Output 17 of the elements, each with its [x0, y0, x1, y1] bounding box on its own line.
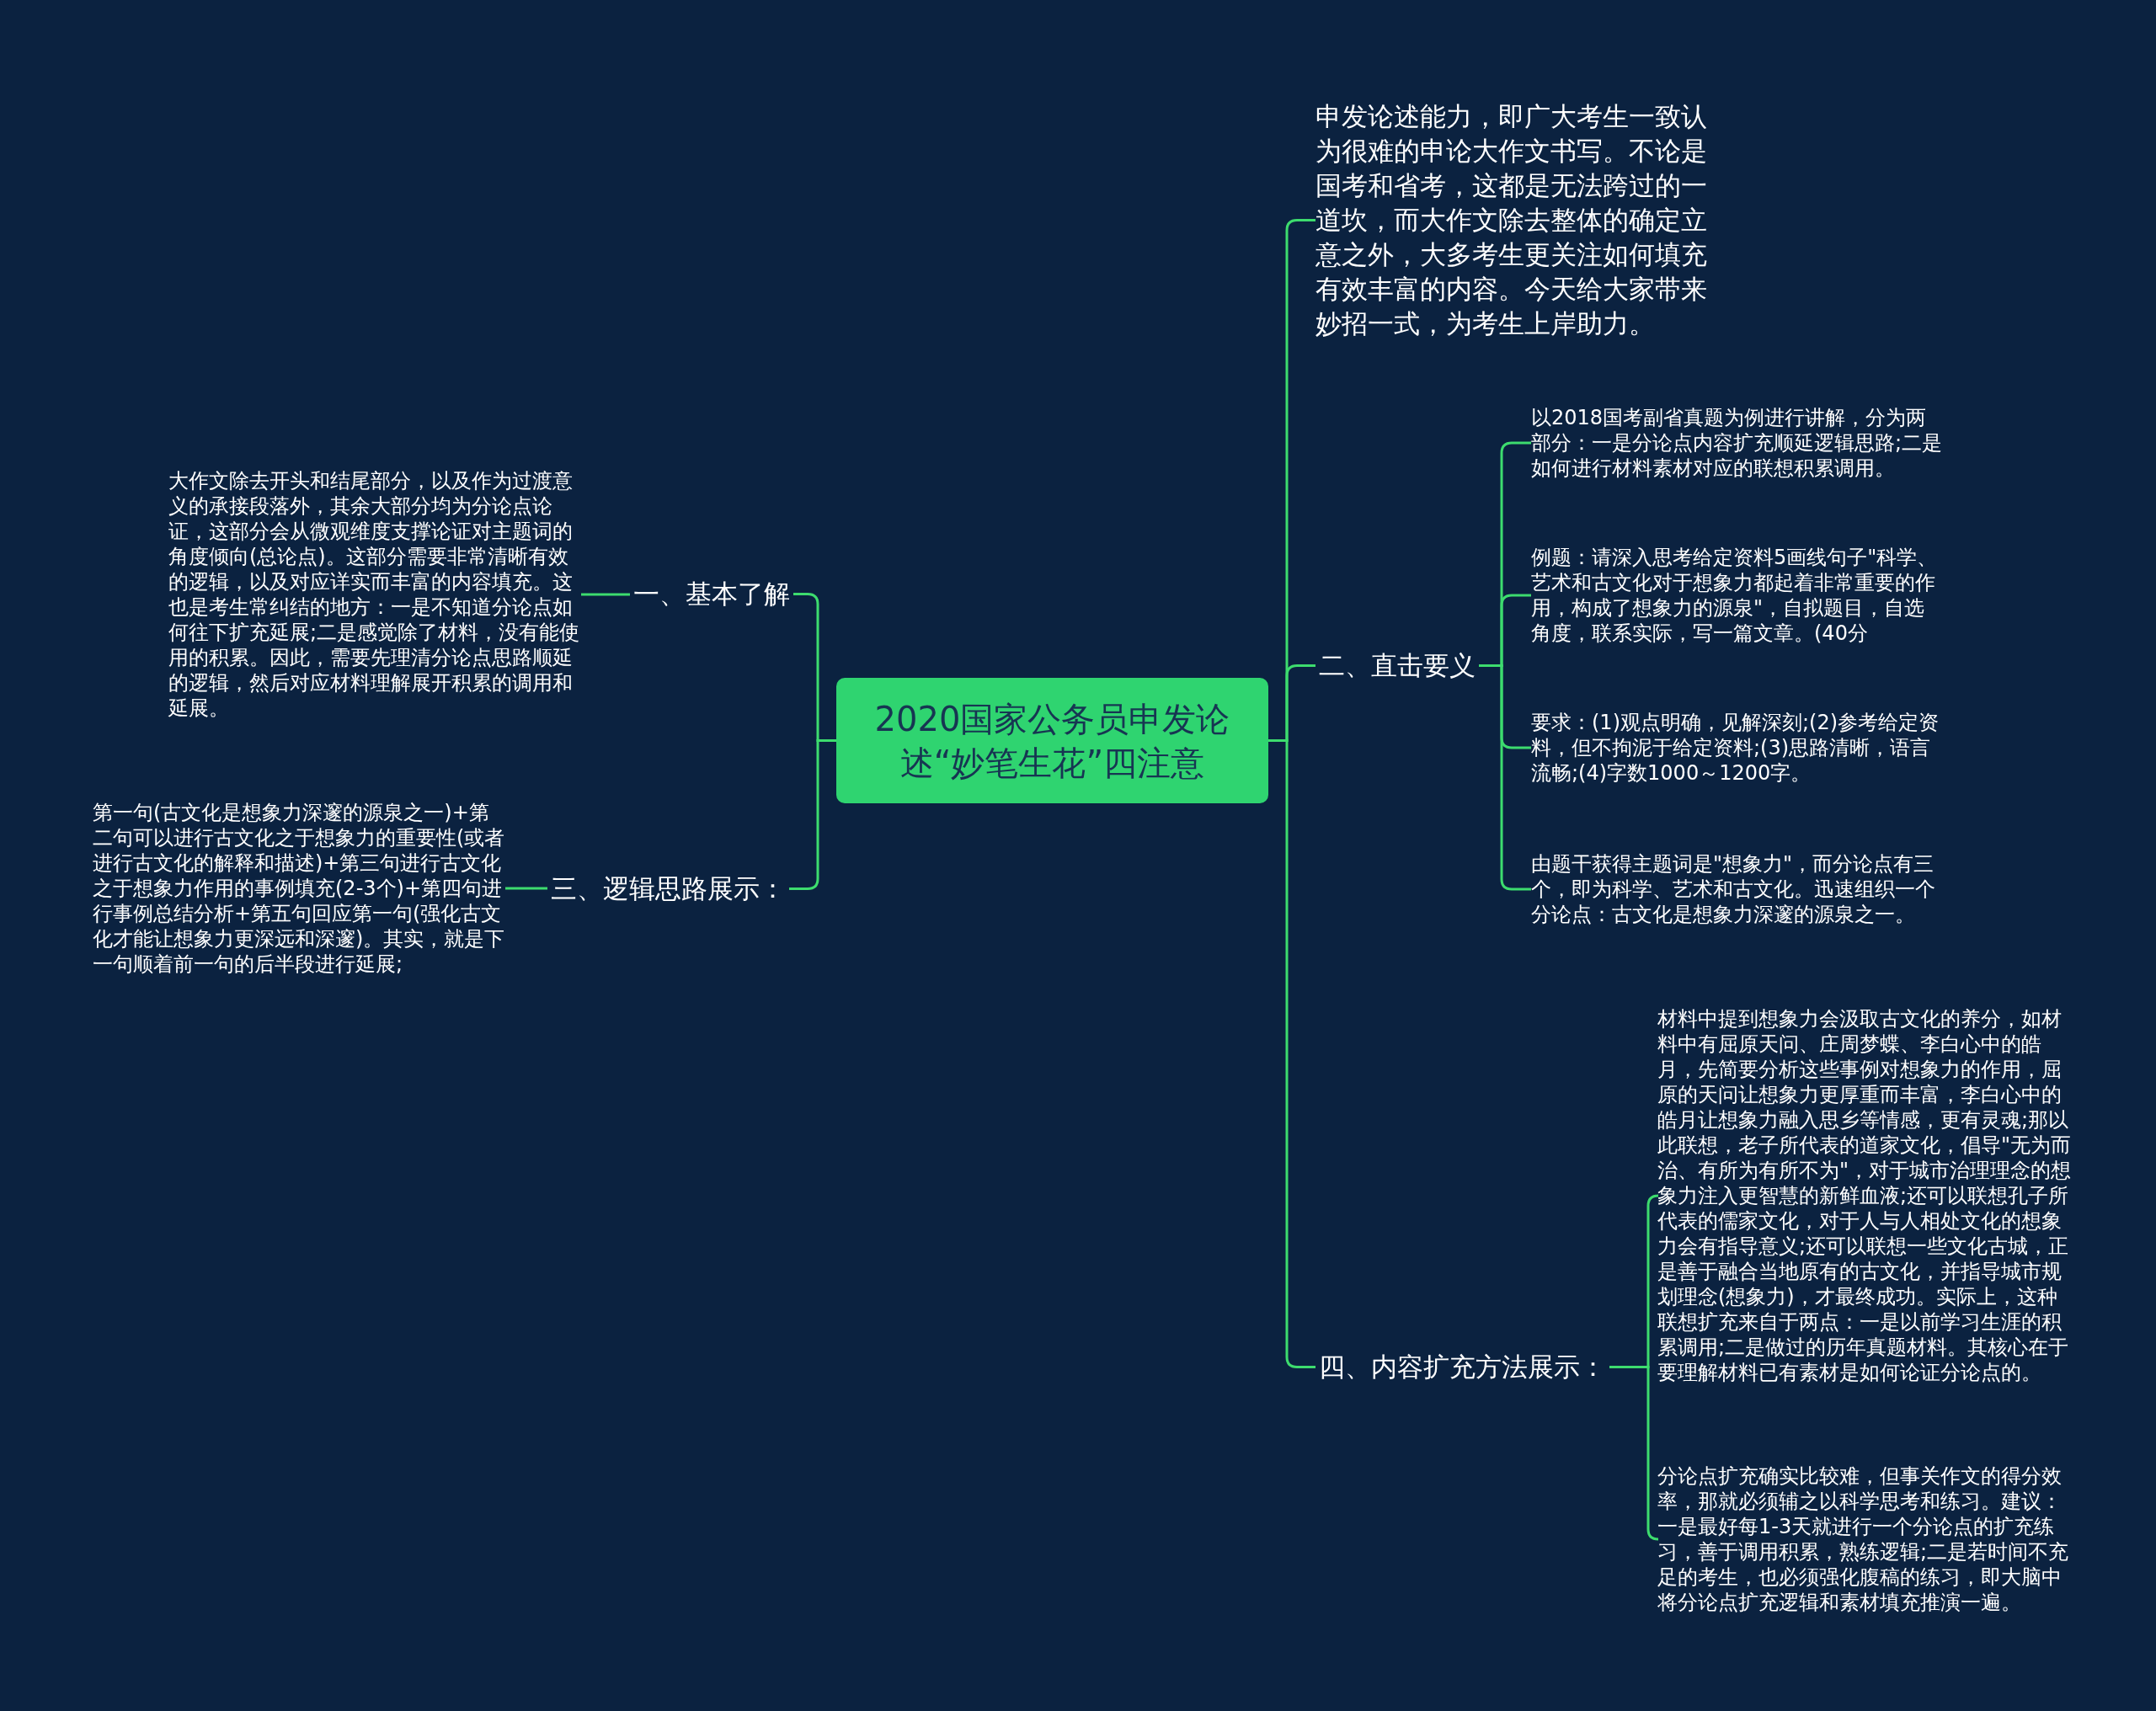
note-text: 由题干获得主题词是"想象力"，而分论点有三个，即为科学、艺术和古文化。迅速组织一个分论点：古文化是想象力深邃的源泉之一。	[1531, 851, 1944, 927]
note-text: 分论点扩充确实比较难，但事关作文的得分效率，那就必须辅之以科学思考和练习。建议：一是最好每1-3天就进行一个分论点的扩充练习，善于调用积累，熟练逻辑;二是若时间不充足的考生，也必须强化腹稿的练习，即大脑中将分论点扩充逻辑和素材填充推演一遍。	[1657, 1463, 2074, 1615]
central-topic-box: 2020国家公务员申发论述“妙笔生花”四注意	[836, 678, 1268, 803]
branch-label: 一、基本了解	[630, 578, 793, 610]
branch-label: 三、逻辑思路展示：	[547, 872, 789, 904]
connector-line	[505, 887, 547, 890]
connector-line	[581, 593, 630, 596]
note-text: 材料中提到想象力会汲取古文化的养分，如材料中有屈原天问、庄周梦蝶、李白心中的皓月，先简要分析这些事例对想象力的作用，屈原的天问让想象力更厚重而丰富，李白心中的皓月让想象力融入思乡等情感，更有灵魂;那以此联想，老子所代表的道家文化，倡导"无为而治、有所为有所不为"，对于城市治理理念的想象力注入更智慧的新鲜血液;还可以联想孔子所代表的儒家文化，对于人与人相处文化的想象力会有指导意义;还可以联想一些文化古城，正是善于融合当地原有的古文化，并指导城市规划理念(想象力)，才最终成功。实际上，这种联想扩充来自于两点：一是以前学习生涯的积累调用;二是做过的历年真题材料。其核心在于要理解材料已有素材是如何论证分论点的。	[1657, 1006, 2074, 1385]
branch-label: 二、直击要义	[1315, 649, 1479, 681]
note-text: 大作文除去开头和结尾部分，以及作为过渡意义的承接段落外，其余大部分均为分论点论证，这部分会从微观维度支撑论证对主题词的角度倾向(总论点)。这部分需要非常清晰有效的逻辑，以及对应详实而丰富的内容填充。这也是考生常纠结的地方：一是不知道分论点如何往下扩充延展;二是感觉除了材料，没有能使用的积累。因此，需要先理清分论点思路顺延的逻辑，然后对应材料理解展开积累的调用和延展。	[168, 468, 581, 721]
note-text: 例题：请深入思考给定资料5画线句子"科学、艺术和古文化对于想象力都起着非常重要的作用，构成了想象力的源泉"，自拟题目，自选角度，联系实际，写一篇文章。(40分	[1531, 545, 1944, 646]
note-text: 要求：(1)观点明确，见解深刻;(2)参考给定资料，但不拘泥于给定资料;(3)思路清晰，语言流畅;(4)字数1000～1200字。	[1531, 710, 1944, 786]
note-text: 以2018国考副省真题为例进行讲解，分为两部分：一是分论点内容扩充顺延逻辑思路;二是如何进行材料素材对应的联想积累调用。	[1531, 405, 1944, 481]
branch-label: 四、内容扩充方法展示：	[1315, 1351, 1609, 1383]
note-text: 申发论述能力，即广大考生一致认为很难的申论大作文书写。不论是国考和省考，这都是无法跨过的一道坎，而大作文除去整体的确定立意之外，大多考生更关注如何填充有效丰富的内容。今天给大家带来妙招一式，为考生上岸助力。	[1315, 99, 1711, 341]
note-text: 第一句(古文化是想象力深邃的源泉之一)+第二句可以进行古文化之于想象力的重要性(或者进行古文化的解释和描述)+第三句进行古文化之于想象力作用的事例填充(2-3个)+第四句进行事例总结分析+第五句回应第一句(强化古文化才能让想象力更深远和深邃)。其实，就是下一句顺着前一句的后半段进行延展;	[93, 800, 505, 977]
connector-line	[1609, 1366, 1660, 1541]
